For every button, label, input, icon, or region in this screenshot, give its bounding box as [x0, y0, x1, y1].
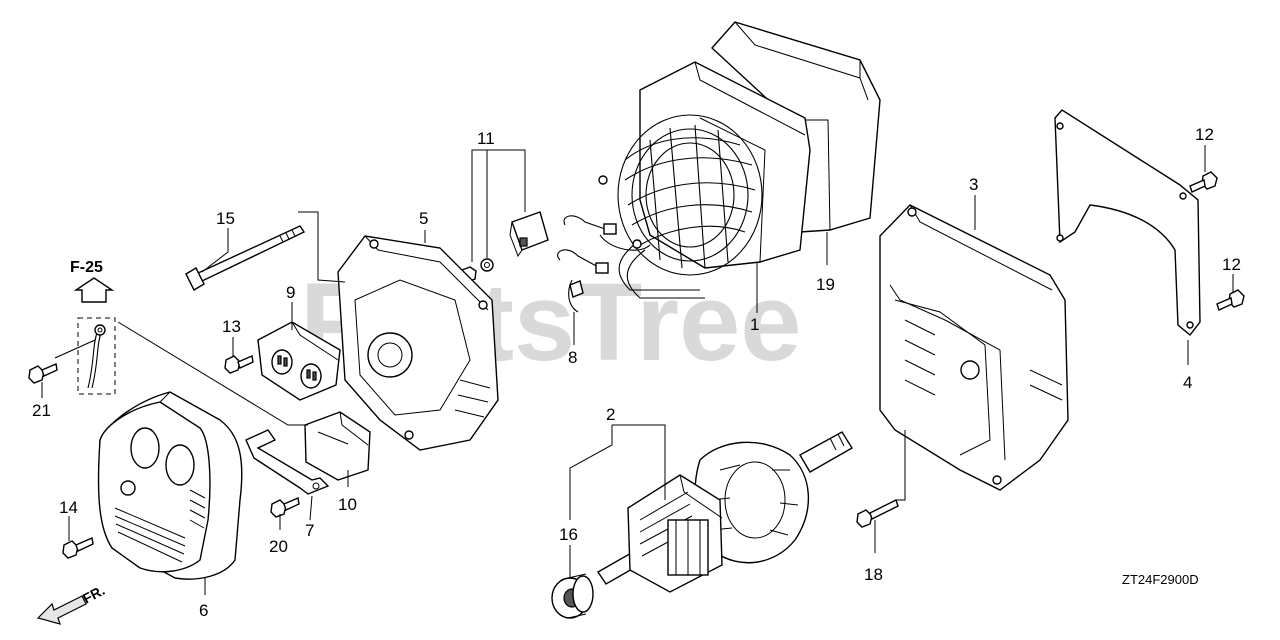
part-1-stator[interactable] [598, 61, 811, 299]
part-4-rear-plate[interactable] [1054, 109, 1201, 337]
callout-3: 3 [969, 175, 978, 194]
part-16-bearing[interactable] [551, 573, 594, 619]
part-14-screw[interactable] [62, 536, 94, 559]
part-2-rotor[interactable] [597, 431, 853, 593]
leader-lines [41, 145, 1234, 595]
part-9-receptacle[interactable] [257, 321, 341, 401]
callout-8: 8 [568, 348, 577, 367]
callout-21: 21 [32, 401, 51, 420]
part-8-wire-connector[interactable] [557, 215, 617, 313]
reference-f25: F-25 [70, 259, 115, 303]
part-5-end-cover[interactable] [337, 235, 499, 451]
part-10-terminal-cover[interactable] [304, 411, 371, 481]
callout-4: 4 [1183, 373, 1192, 392]
part-12-screw-upper[interactable] [1189, 171, 1218, 193]
callout-1: 1 [750, 315, 759, 334]
callout-13: 13 [222, 317, 241, 336]
part-12-screw-lower[interactable] [1216, 289, 1245, 311]
callout-6: 6 [199, 601, 208, 620]
callout-9: 9 [286, 283, 295, 302]
callout-labels: 1 2 3 4 5 6 7 8 9 10 11 12 12 13 14 15 1… [32, 125, 1241, 620]
part-20-screw[interactable] [270, 497, 300, 518]
front-direction-indicator: FR. [36, 582, 107, 625]
callout-16: 16 [559, 525, 578, 544]
callout-12-lower: 12 [1222, 255, 1241, 274]
callout-7: 7 [305, 521, 314, 540]
part-11-circuit-breaker[interactable] [460, 211, 549, 283]
part-21-ground-screw[interactable] [28, 363, 58, 384]
callout-11: 11 [477, 129, 495, 148]
part-7-bracket[interactable] [245, 429, 330, 495]
diagram-code: ZT24F2900D [1122, 572, 1199, 587]
callout-19: 19 [816, 275, 835, 294]
front-arrow-icon [36, 595, 87, 625]
part-3-rear-housing[interactable] [879, 204, 1069, 491]
part-18-bolt[interactable] [856, 499, 899, 528]
callout-2: 2 [606, 405, 615, 424]
reference-label: F-25 [70, 259, 103, 276]
callout-14: 14 [59, 498, 78, 517]
callout-18: 18 [864, 565, 883, 584]
callout-20: 20 [269, 537, 288, 556]
part-13-screw[interactable] [224, 355, 254, 374]
callout-15: 15 [216, 209, 235, 228]
callout-12-upper: 12 [1195, 125, 1214, 144]
part-15-through-bolt[interactable] [185, 225, 306, 291]
callout-10: 10 [338, 495, 357, 514]
callout-5: 5 [419, 209, 428, 228]
part-6-front-cover[interactable] [97, 391, 243, 580]
ground-wire[interactable] [77, 317, 116, 395]
up-arrow-icon [73, 277, 115, 303]
